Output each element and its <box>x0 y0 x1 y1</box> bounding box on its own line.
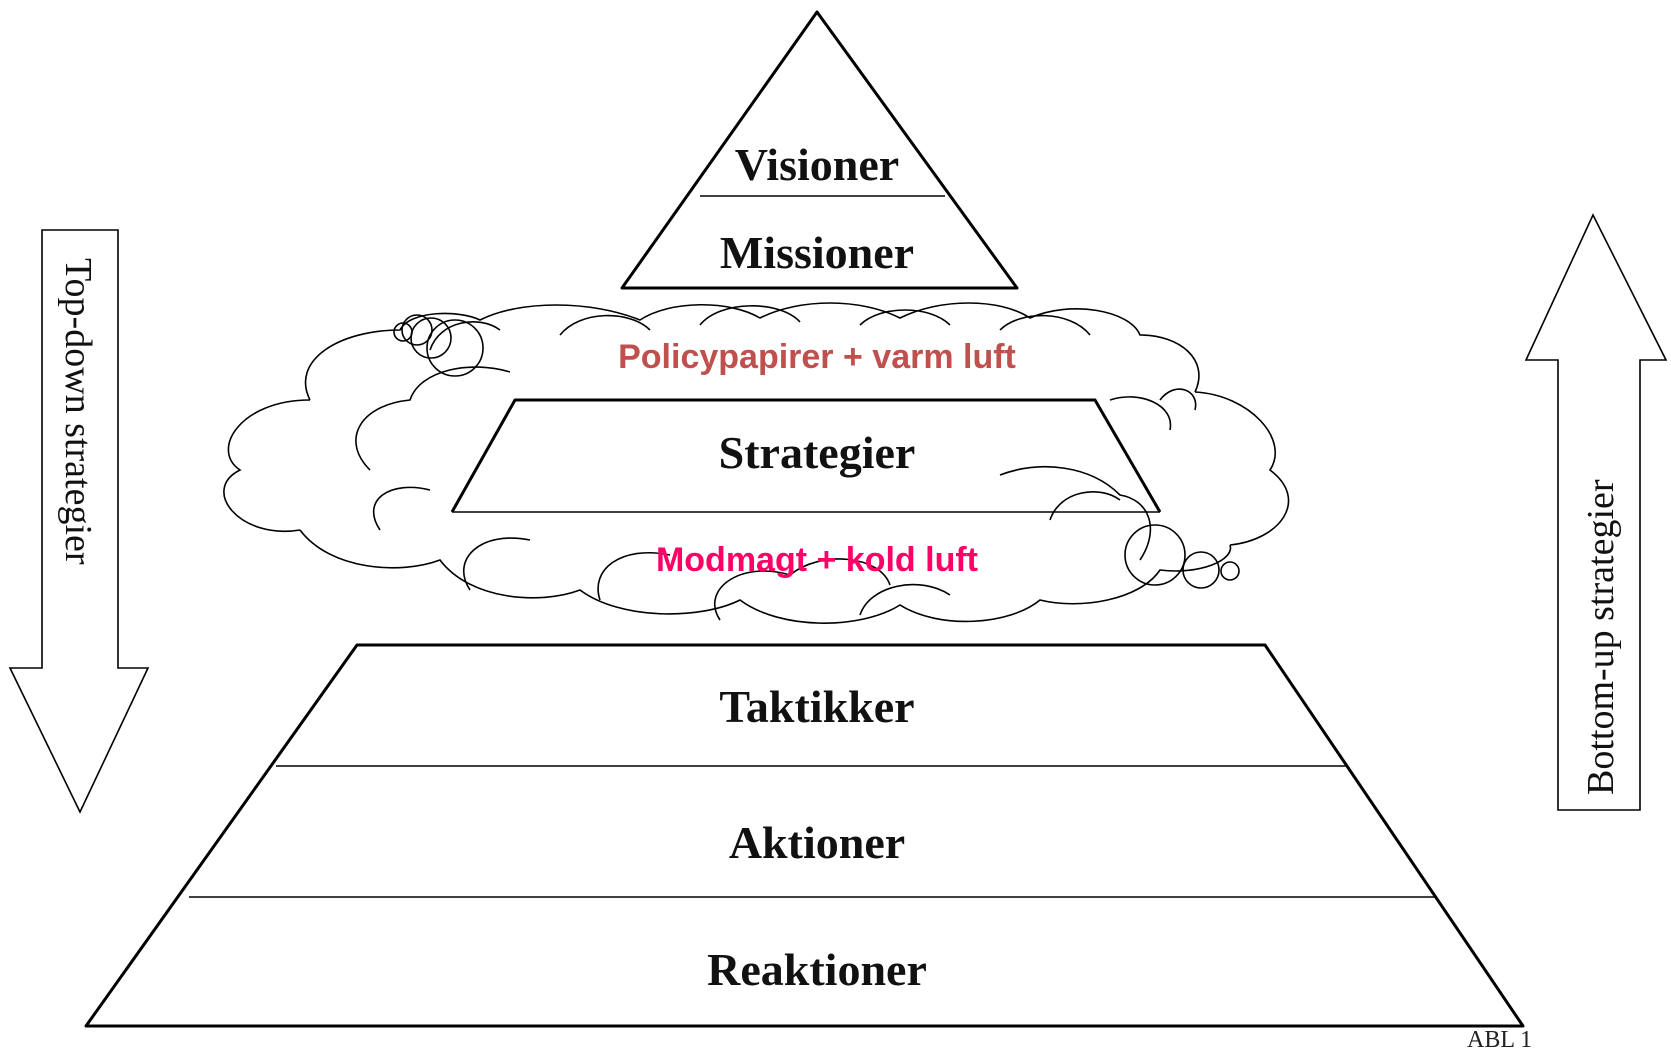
level-visioner: Visioner <box>735 139 899 190</box>
top-down-arrow <box>8 229 150 814</box>
level-taktikker: Taktikker <box>719 681 914 732</box>
top-down-label: Top-down strategier <box>57 258 99 565</box>
bottom-trapezoid <box>84 643 1525 1028</box>
cloud-text-counter-power: Modmagt + kold luft <box>656 541 978 579</box>
cloud-shape <box>223 302 1290 624</box>
level-aktioner: Aktioner <box>729 817 905 868</box>
level-missioner: Missioner <box>720 227 914 278</box>
cloud-text-policy: Policypapirer + varm luft <box>618 338 1016 376</box>
level-strategier: Strategier <box>719 427 916 478</box>
bottom-up-arrow <box>1524 213 1668 811</box>
footer-code: ABL 1 <box>1467 1027 1532 1053</box>
level-reaktioner: Reaktioner <box>707 944 927 995</box>
top-triangle <box>620 10 1019 290</box>
middle-trapezoid <box>450 398 1162 513</box>
bottom-up-label: Bottom-up strategier <box>1580 479 1622 795</box>
